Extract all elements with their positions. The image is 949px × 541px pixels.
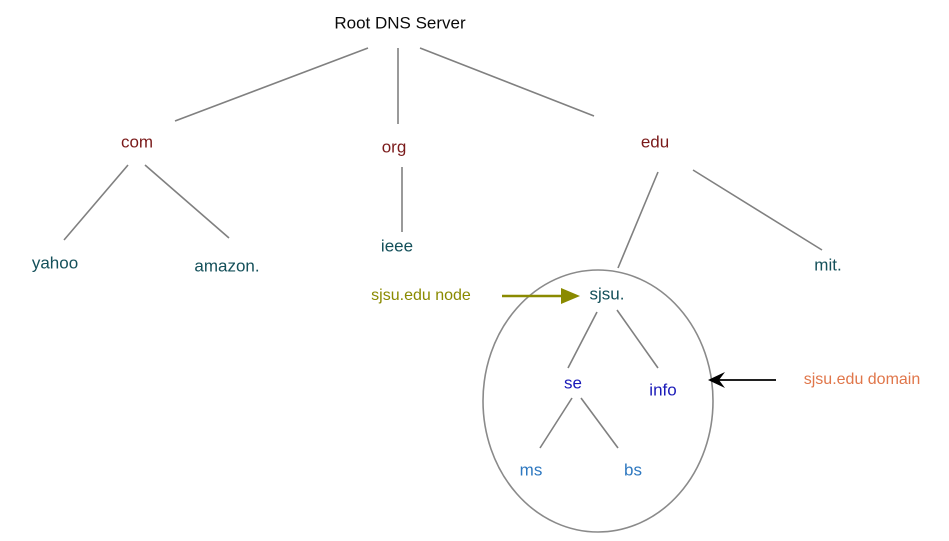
node-root: Root DNS Server bbox=[334, 13, 466, 33]
node-bs: bs bbox=[624, 460, 642, 480]
node-mit: mit. bbox=[814, 255, 842, 275]
domain-pointer-arrow-head bbox=[708, 372, 725, 388]
edge-com-yahoo bbox=[63, 164, 129, 241]
node-se: se bbox=[564, 373, 582, 393]
edge-se-ms bbox=[539, 397, 573, 449]
annotation-sjsu-edu-node: sjsu.edu node bbox=[371, 287, 471, 305]
node-pointer-arrow bbox=[502, 288, 580, 304]
edge-se-bs bbox=[580, 397, 619, 449]
node-amazon: amazon. bbox=[194, 256, 260, 276]
sjsu-domain-ellipse bbox=[482, 269, 714, 533]
node-sjsu: sjsu. bbox=[589, 284, 625, 304]
node-org: org bbox=[381, 137, 407, 157]
node-yahoo: yahoo bbox=[31, 253, 79, 273]
edge-root-edu bbox=[419, 47, 595, 117]
node-info: info bbox=[649, 380, 677, 400]
node-edu: edu bbox=[640, 132, 670, 152]
node-pointer-arrow-head bbox=[561, 288, 580, 304]
edges-group bbox=[63, 47, 823, 449]
annotation-sjsu-edu-domain: sjsu.edu domain bbox=[803, 371, 921, 389]
edge-sjsu-se bbox=[567, 311, 598, 369]
node-ieee: ieee bbox=[380, 236, 414, 256]
edge-root-com bbox=[174, 47, 369, 122]
domain-pointer-arrow bbox=[708, 372, 776, 388]
node-ms: ms bbox=[519, 460, 543, 480]
node-com: com bbox=[120, 132, 154, 152]
edge-edu-mit bbox=[692, 169, 823, 251]
edge-sjsu-info bbox=[616, 309, 659, 369]
edge-com-amazon bbox=[144, 164, 230, 239]
edge-edu-sjsu bbox=[617, 171, 659, 269]
